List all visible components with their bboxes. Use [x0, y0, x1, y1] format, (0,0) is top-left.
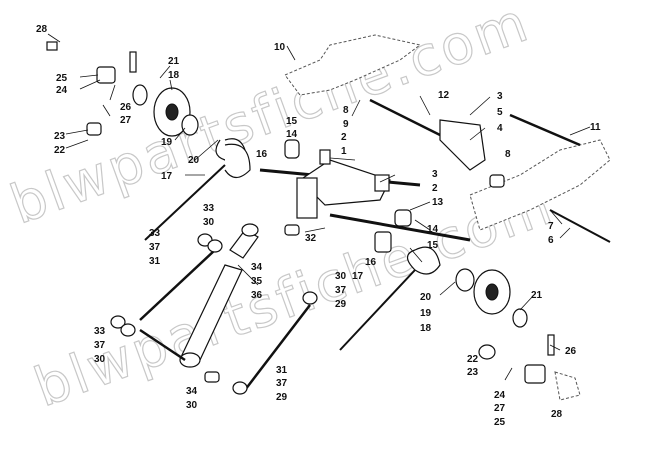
- callout-16: 16: [256, 149, 268, 160]
- callout-30-c: 30: [94, 354, 106, 365]
- callout-8-b: 8: [505, 149, 511, 160]
- axles: [259, 98, 611, 243]
- callout-34-b: 34: [186, 386, 198, 397]
- callout-28-b: 28: [551, 409, 563, 420]
- shock-absorber: [179, 223, 259, 368]
- callout-19: 19: [161, 137, 173, 148]
- callout-30-d: 30: [186, 400, 198, 411]
- callout-5: 5: [497, 107, 503, 118]
- callout-3-b: 3: [432, 169, 438, 180]
- callout-27-b: 27: [494, 403, 506, 414]
- callout-23-b: 23: [467, 367, 479, 378]
- callout-1: 1: [341, 146, 347, 157]
- rear-bracket: [439, 119, 505, 188]
- callout-2: 2: [341, 132, 347, 143]
- callout-4: 4: [497, 123, 503, 134]
- callout-26-b: 26: [565, 346, 577, 357]
- callout-3: 3: [497, 91, 503, 102]
- callout-25: 25: [56, 73, 68, 84]
- callout-22: 22: [54, 145, 66, 156]
- right-skid-rail: [284, 34, 611, 231]
- callout-15-b: 15: [427, 240, 439, 251]
- callout-33-b: 33: [149, 228, 161, 239]
- callout-31: 31: [149, 256, 161, 267]
- callout-16-b: 16: [365, 257, 377, 268]
- callout-9: 9: [343, 119, 349, 130]
- front-arm-assembly: [284, 139, 412, 253]
- callouts: 28 25 24 26 27 23 22 21 18 19 20 17 10 8…: [36, 24, 601, 428]
- callout-17-b: 17: [352, 271, 364, 282]
- callout-6: 6: [548, 235, 554, 246]
- callout-32: 32: [305, 233, 317, 244]
- callout-24: 24: [56, 85, 68, 96]
- leader-lines: [47, 33, 591, 381]
- callout-7: 7: [548, 221, 554, 232]
- callout-34: 34: [251, 262, 263, 273]
- callout-12: 12: [438, 90, 450, 101]
- callout-33: 33: [203, 203, 215, 214]
- callout-21-b: 21: [531, 290, 543, 301]
- callout-11: 11: [590, 122, 601, 133]
- callout-27: 27: [120, 115, 132, 126]
- callout-31-b: 31: [276, 365, 288, 376]
- callout-8: 8: [343, 105, 349, 116]
- callout-21: 21: [168, 56, 180, 67]
- callout-37-b: 37: [335, 285, 347, 296]
- callout-22-b: 22: [467, 354, 479, 365]
- callout-29-b: 29: [276, 392, 288, 403]
- callout-28: 28: [36, 24, 48, 35]
- callout-37-d: 37: [276, 378, 288, 389]
- callout-13: 13: [432, 197, 444, 208]
- lower-right-parts: [339, 246, 581, 401]
- callout-19-b: 19: [420, 308, 432, 319]
- callout-18: 18: [168, 70, 180, 81]
- callout-20: 20: [188, 155, 200, 166]
- linkage-arms: [110, 224, 318, 395]
- callout-35: 35: [251, 276, 263, 287]
- callout-2-b: 2: [432, 183, 438, 194]
- callout-24-b: 24: [494, 390, 506, 401]
- callout-17: 17: [161, 171, 173, 182]
- callout-30-b: 30: [335, 271, 347, 282]
- watermark-text-1: blwpartsfiche.com: [2, 0, 538, 236]
- callout-26: 26: [120, 102, 132, 113]
- left-spring: [144, 143, 251, 241]
- callout-14-b: 14: [427, 224, 439, 235]
- callout-30: 30: [203, 217, 215, 228]
- callout-15: 15: [286, 116, 298, 127]
- callout-25-b: 25: [494, 417, 506, 428]
- callout-14: 14: [286, 129, 298, 140]
- callout-10: 10: [274, 42, 286, 53]
- callout-37-c: 37: [94, 340, 106, 351]
- callout-37: 37: [149, 242, 161, 253]
- callout-36: 36: [251, 290, 263, 301]
- callout-18-b: 18: [420, 323, 432, 334]
- callout-20-b: 20: [420, 292, 432, 303]
- callout-33-c: 33: [94, 326, 106, 337]
- callout-29: 29: [335, 299, 347, 310]
- callout-23: 23: [54, 131, 66, 142]
